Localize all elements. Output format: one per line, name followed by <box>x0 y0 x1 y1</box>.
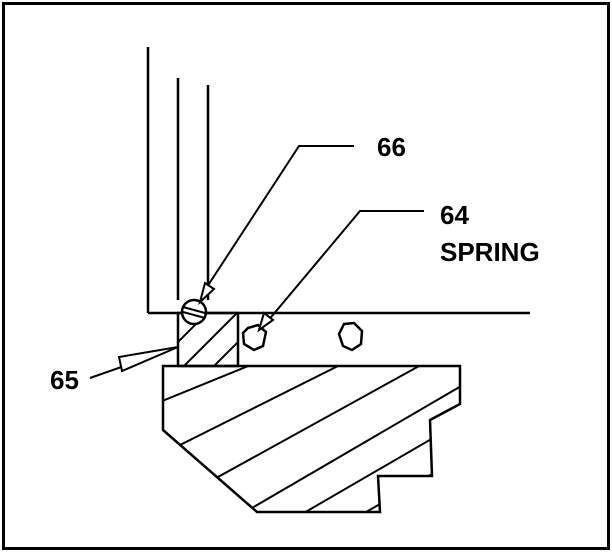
leader-65 <box>89 346 179 379</box>
spring-coil-1 <box>241 323 268 352</box>
vertical-wall <box>146 47 530 315</box>
callout-65: 65 <box>50 365 79 395</box>
callout-64-spring: SPRING <box>440 237 540 267</box>
leader-64 <box>257 210 424 333</box>
lower-body <box>161 364 462 514</box>
callout-64: 64 <box>440 200 469 230</box>
part-66-pin <box>180 298 208 326</box>
leader-66 <box>198 145 354 306</box>
spring-coil-2 <box>337 321 364 352</box>
callout-66: 66 <box>377 132 406 162</box>
